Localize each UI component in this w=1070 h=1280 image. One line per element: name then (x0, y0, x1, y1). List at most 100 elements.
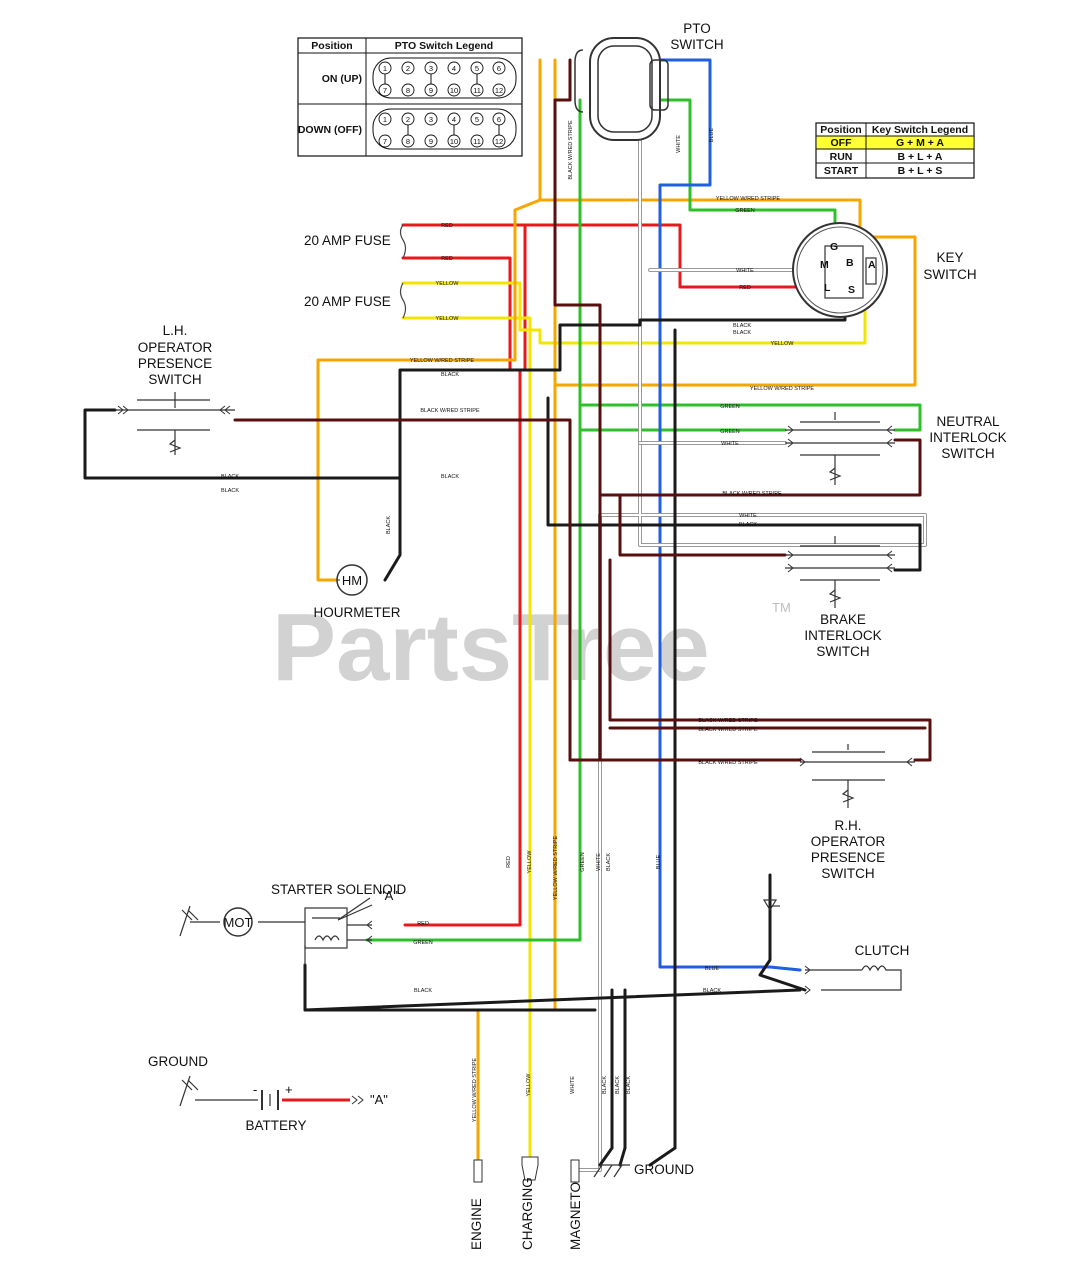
clutch-symbol (762, 899, 902, 991)
rh-switch-label-line1: R.H. (835, 818, 862, 833)
rh-switch-label-line3: PRESENCE (811, 850, 885, 865)
pto-pin-number: 6 (497, 64, 501, 73)
key-legend-table (815, 122, 975, 179)
ground-bottom-label: GROUND (634, 1162, 694, 1177)
wire-label: BLACK W/RED STRIPE (698, 718, 758, 724)
pto-pin-number: 2 (406, 64, 410, 73)
watermark: PartsTree (272, 594, 710, 701)
wire-label-vertical: BLACK (386, 516, 392, 534)
wire-label: YELLOW (771, 341, 795, 347)
starter-solenoid-label: STARTER SOLENOID (271, 882, 407, 897)
pto-pin-number: 9 (429, 137, 433, 146)
pto-pin-circle (470, 134, 484, 148)
key-switch-symbol (792, 222, 888, 318)
wire-label: WHITE (739, 513, 757, 519)
pto-pin-number: 1 (383, 64, 387, 73)
battery-plus: + (285, 1082, 293, 1097)
key-terminal-a: A (868, 259, 876, 271)
watermark-tm: TM (772, 600, 791, 615)
wire-label: RED (739, 285, 751, 291)
pto-pin-circle (401, 83, 415, 97)
pto-switch-body (574, 37, 669, 141)
pto-pin-number: 8 (406, 86, 410, 95)
key-switch-label-line1: KEY (936, 250, 963, 265)
pto-pin-number: 3 (429, 64, 433, 73)
neutral-switch-label-line3: SWITCH (941, 446, 994, 461)
pto-pin-circle (401, 61, 415, 75)
key-legend-off: OFF (831, 137, 853, 149)
pto-pin-circle (424, 112, 438, 126)
neutral-switch-label-line1: NEUTRAL (936, 414, 1000, 429)
key-legend-run: RUN (830, 151, 853, 163)
wire-label: BLACK (441, 474, 459, 480)
lh-switch-label-line3: PRESENCE (138, 356, 212, 371)
pto-pin-number: 2 (406, 115, 410, 124)
brake-switch-label-line2: INTERLOCK (804, 628, 881, 643)
lh-switch-label-line4: SWITCH (148, 372, 201, 387)
wire-label: WHITE (721, 441, 739, 447)
hourmeter-symbol-text: HM (342, 573, 362, 588)
wire-label: RED (441, 256, 453, 262)
wire-label-vertical: WHITE (570, 1076, 576, 1094)
wire-label-vertical: BLACK (606, 853, 612, 871)
rh-switch-label-line2: OPERATOR (811, 834, 886, 849)
brake-switch-label-line1: BRAKE (820, 612, 866, 627)
wire-label: BLACK W/RED STRIPE (698, 727, 758, 733)
wire-label: RED (441, 223, 453, 229)
wire-label: YELLOW (436, 316, 460, 322)
pto-pin-number: 3 (429, 115, 433, 124)
key-switch-label-line2: SWITCH (923, 267, 976, 282)
green-wires (365, 98, 922, 942)
wire-label: YELLOW W/RED STRIPE (750, 386, 815, 392)
wire-label-vertical: BLACK (615, 1076, 621, 1094)
key-terminal-b: B (846, 257, 854, 269)
pto-pin-circle (492, 83, 506, 97)
black-red-stripe-wires (233, 58, 932, 762)
wire-label-vertical: BLACK (626, 1076, 632, 1094)
wire-label-vertical: WHITE (676, 135, 682, 153)
wire-label: BLACK (733, 330, 751, 336)
pto-pin-circle (470, 112, 484, 126)
wire-label: BLACK (221, 474, 239, 480)
pto-pin-number: 11 (473, 137, 481, 146)
pto-pin-circle (447, 83, 461, 97)
key-legend-start-contacts: B + L + S (898, 165, 943, 177)
battery-label: BATTERY (245, 1118, 306, 1133)
black-wires (83, 298, 922, 1167)
wire-label-vertical: RED (506, 856, 512, 868)
battery-ref-a: "A" (370, 1092, 388, 1107)
wire-label: BLACK W/RED STRIPE (698, 760, 758, 766)
pto-pin-number: 10 (450, 137, 458, 146)
pto-pin-number: 4 (452, 64, 456, 73)
clutch-label: CLUTCH (855, 943, 910, 958)
white-wires (573, 98, 927, 1172)
connector-chevrons (117, 405, 913, 1105)
wire-label-vertical: YELLOW (526, 1073, 532, 1097)
hourmeter-label: HOURMETER (314, 605, 401, 620)
hourmeter-symbol (336, 564, 368, 596)
pto-pin-number: 7 (383, 137, 387, 146)
pto-pin-number: 6 (497, 115, 501, 124)
magneto-label: MAGNETO (568, 1182, 583, 1250)
wire-label: BLACK (733, 323, 751, 329)
fuse-symbols (399, 224, 407, 319)
wire-label: BLACK (703, 988, 721, 994)
battery-ground-symbol (179, 1075, 350, 1110)
wire-label: BLUE (705, 966, 720, 972)
wire-label-vertical: YELLOW (527, 850, 533, 874)
pto-legend-position-header: Position (311, 40, 352, 52)
rh-switch-label-line4: SWITCH (821, 866, 874, 881)
pto-pin-circle (378, 134, 392, 148)
key-terminal-g: G (830, 241, 838, 253)
pto-pin-number: 5 (475, 115, 479, 124)
brake-switch-symbol (785, 536, 895, 608)
fuse-2-label: 20 AMP FUSE (304, 294, 391, 309)
wire-label-vertical: YELLOW W/RED STRIPE (472, 1058, 478, 1123)
pto-pin-circle (447, 61, 461, 75)
motor-symbol (179, 905, 253, 937)
red-wires (401, 223, 837, 927)
pto-switch-label-line2: SWITCH (670, 37, 723, 52)
wire-label-vertical: WHITE (596, 853, 602, 871)
pto-pin-number: 4 (452, 115, 456, 124)
wire-label: WHITE (736, 268, 754, 274)
